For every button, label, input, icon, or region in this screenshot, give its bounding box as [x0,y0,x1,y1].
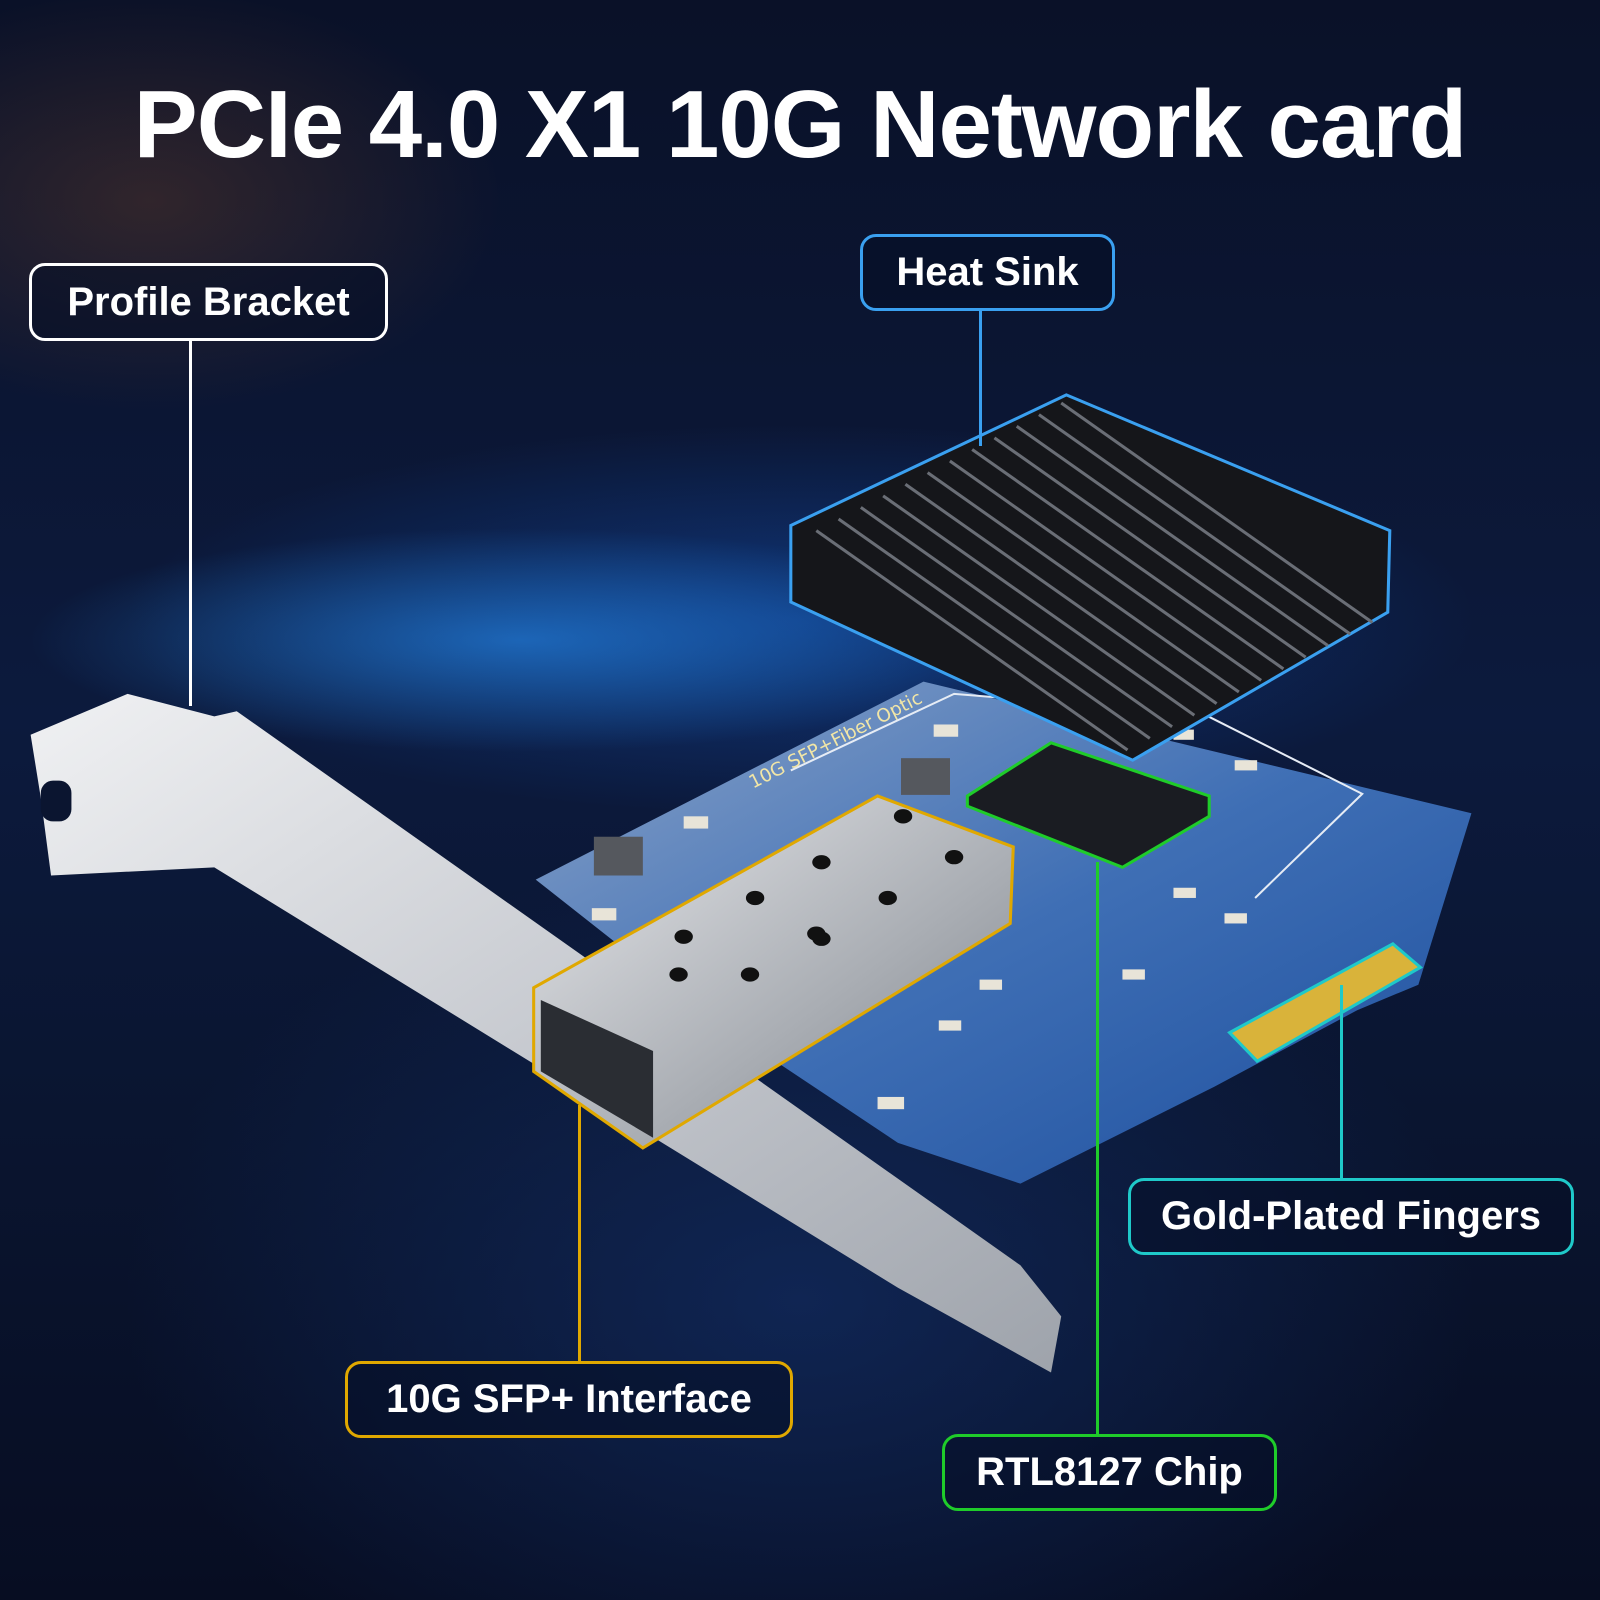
smd-components [591,724,1258,1110]
heat-sink-label: Heat Sink [860,234,1115,311]
heat-sink-fin [882,494,1196,717]
heat-sink-fin [1015,425,1329,647]
sfp-cage [532,794,1015,1150]
heat-sink-fin [815,529,1129,752]
heat-sink-fin [904,482,1218,705]
heat-sink-fin [993,436,1307,659]
sfp-port-opening [540,1000,654,1138]
sfp-interface-leader-line [578,1105,581,1361]
heat-sink-fin [837,517,1151,740]
heat-sink-fin [971,448,1285,671]
heat-sink-fin [926,471,1240,694]
inductor [901,758,950,795]
profile-bracket-label: Profile Bracket [29,263,388,341]
bracket-slot [40,780,72,822]
chip-label: RTL8127 Chip [942,1434,1277,1511]
gold-fingers-leader-line [1340,985,1343,1178]
cage-vent-hole [674,929,693,944]
cage-vent-hole [669,967,688,982]
gold-fingers-label: Gold-Plated Fingers [1128,1178,1574,1255]
chip-leader-line [1096,862,1099,1434]
cage-vent-hole [807,926,826,941]
heat-sink-fin [1060,401,1374,624]
heat-sink-fin [859,506,1173,729]
cage-vent-hole [878,890,897,906]
gold-plated-fingers [1227,942,1424,1064]
cage-vent-hole [893,809,913,824]
pcb-board [535,681,1472,1184]
heat-sink-fin [949,459,1263,682]
profile-bracket-leader-line [189,341,192,706]
inductor [593,836,643,876]
page-title: PCIe 4.0 X1 10G Network card [133,71,1468,178]
cage-vent-hole [740,967,760,982]
heat-sink [789,393,1392,762]
cage-vent-hole [745,890,765,906]
sfp-cage-holes [669,809,964,982]
heat-sink-fins [815,401,1374,752]
rtl8127-chip [965,741,1211,870]
cage-vent-hole [944,850,964,865]
heat-sink-fin [1038,413,1352,636]
cage-vent-hole [812,855,831,870]
sfp-interface-label: 10G SFP+ Interface [345,1361,793,1438]
heat-sink-leader-line [979,311,982,446]
